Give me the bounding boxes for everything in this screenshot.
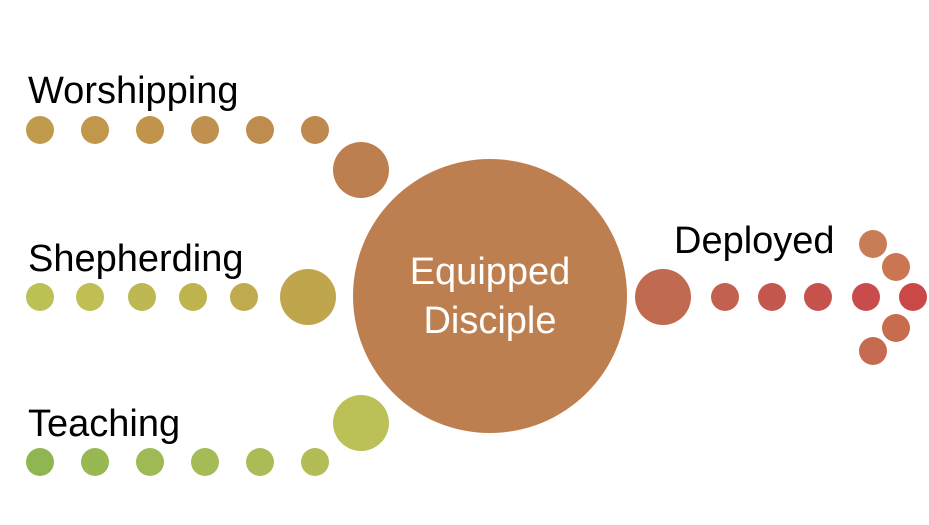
worshipping-dot [191,116,219,144]
teaching-dot [191,448,219,476]
deployed-dot [899,283,927,311]
worshipping-dot [246,116,274,144]
shepherding-dot [76,283,104,311]
deployed-dot [711,283,739,311]
teaching-dot [81,448,109,476]
center-label-line2: Disciple [423,300,557,342]
teaching-dot [26,448,54,476]
deployed-dot [758,283,786,311]
arrow-dot [859,230,887,258]
shepherding-dot [280,269,336,325]
arrow-dot [882,314,910,342]
label-deployed: Deployed [674,220,835,262]
worshipping-dot [333,142,389,198]
dot-paths [26,116,927,476]
deployed-dot [852,283,880,311]
arrow-dot [882,253,910,281]
shepherding-dot [128,283,156,311]
teaching-dot [136,448,164,476]
shepherding-dot [179,283,207,311]
arrow-dot [859,337,887,365]
shepherding-dot [26,283,54,311]
worshipping-dot [136,116,164,144]
label-worshipping: Worshipping [28,70,239,112]
teaching-dot [301,448,329,476]
label-shepherding: Shepherding [28,238,244,280]
teaching-dot [333,395,389,451]
center-circle [353,159,627,433]
deployed-dot [635,269,691,325]
worshipping-dot [301,116,329,144]
worshipping-dot [81,116,109,144]
teaching-dot [246,448,274,476]
shepherding-dot [230,283,258,311]
label-teaching: Teaching [28,403,181,445]
deployed-dot [804,283,832,311]
center-label-line1: Equipped [409,251,571,293]
worshipping-dot [26,116,54,144]
